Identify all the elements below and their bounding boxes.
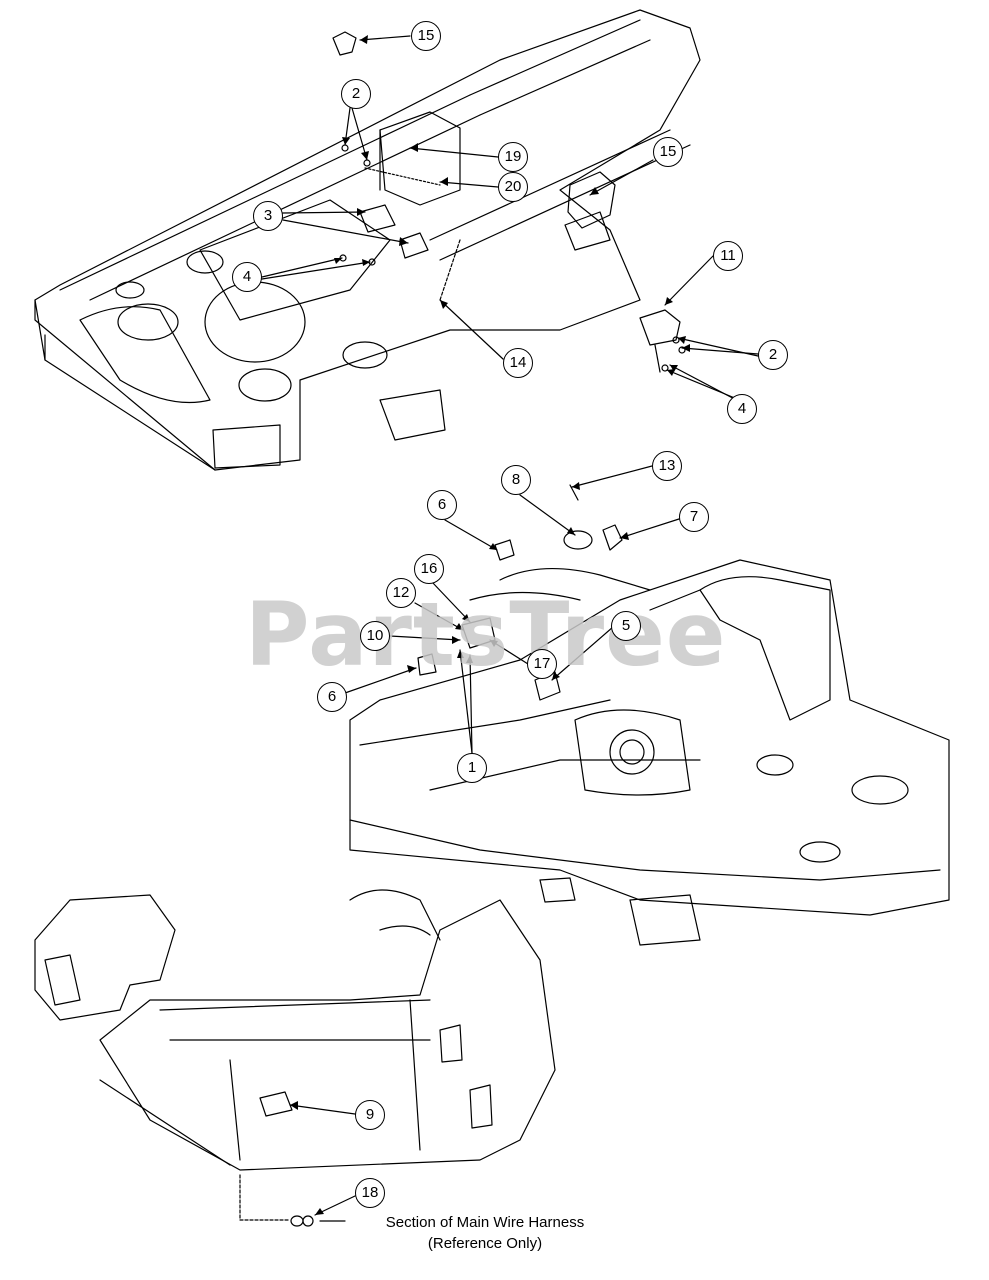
- callout-11: 11: [713, 241, 743, 271]
- callout-10: 10: [360, 621, 390, 651]
- callout-4: 4: [232, 262, 262, 292]
- callout-8: 8: [501, 465, 531, 495]
- callout-2: 2: [341, 79, 371, 109]
- callout-3: 3: [253, 201, 283, 231]
- callout-5: 5: [611, 611, 641, 641]
- callout-6: 6: [317, 682, 347, 712]
- callout-4: 4: [727, 394, 757, 424]
- top-frame-assembly: [34, 9, 701, 471]
- callout-13: 13: [652, 451, 682, 481]
- leader-lines: [261, 35, 759, 1216]
- callout-9: 9: [355, 1100, 385, 1130]
- callout-18: 18: [355, 1178, 385, 1208]
- caption-line-2: (Reference Only): [427, 1235, 543, 1252]
- callout-16: 16: [414, 554, 444, 584]
- callout-17: 17: [527, 649, 557, 679]
- callout-12: 12: [386, 578, 416, 608]
- callout-15: 15: [653, 137, 683, 167]
- callout-19: 19: [498, 142, 528, 172]
- callout-15: 15: [411, 21, 441, 51]
- middle-frame-assembly: [349, 484, 950, 946]
- callout-7: 7: [679, 502, 709, 532]
- arrowheads: [290, 35, 690, 1215]
- bottom-frame-assembly: [34, 889, 556, 1227]
- callout-2: 2: [758, 340, 788, 370]
- caption-line-1: Section of Main Wire Harness: [385, 1214, 585, 1231]
- callout-20: 20: [498, 172, 528, 202]
- callout-1: 1: [457, 753, 487, 783]
- callout-14: 14: [503, 348, 533, 378]
- callout-6: 6: [427, 490, 457, 520]
